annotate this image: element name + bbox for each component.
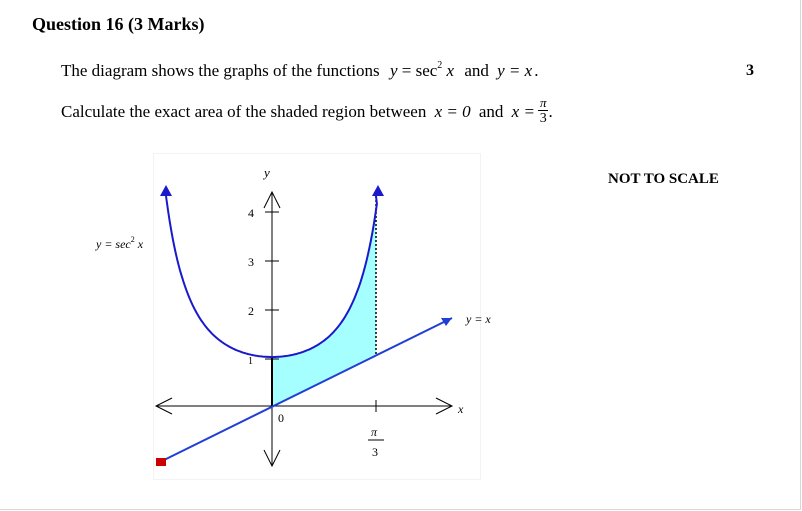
question-line-2: Calculate the exact area of the shaded r… [61,95,553,128]
pi-tick-numerator: π [371,425,378,439]
sec-label-exp: 2 [131,235,135,244]
sec-label-arg: x [135,237,144,251]
line2-conj: and [478,101,504,121]
y-tick-label-3: 3 [248,255,254,269]
question-heading: Question 16 (3 Marks) [32,14,205,34]
marks-value: 3 [746,62,754,79]
eq1-arg: x [442,61,455,80]
cond1: x = 0 [434,101,471,121]
y-tick-label-4: 4 [248,206,254,220]
sec-curve-label: y = sec2 x [95,235,144,251]
origin-label: 0 [278,411,284,425]
line-left-endpoint [156,458,166,466]
line1-conj: and [464,61,489,80]
line2-prefix: Calculate the exact area of the shaded r… [61,101,427,121]
eq1-fn: sec [415,61,438,80]
curve-sec-squared [165,195,378,358]
not-to-scale-note: NOT TO SCALE [608,171,719,187]
x-axis-right-arrow [435,397,454,415]
diagram-frame [153,153,481,480]
sec-label-lhs: y = sec [95,237,131,251]
y-axis-up-arrow [263,190,281,209]
frac-denominator: 3 [539,111,547,126]
line-right-arrowhead [441,318,452,326]
y-axis-down-arrow [263,449,281,468]
curve-right-arrowhead [372,185,384,196]
question-line-1: The diagram shows the graphs of the func… [61,61,538,81]
x-axis [154,397,454,415]
y-axis-label: y [262,165,270,180]
line1-prefix: The diagram shows the graphs of the func… [61,61,380,80]
curve-left-arrowhead [160,185,172,196]
y-tick-label-1: 1 [248,356,253,367]
eq1-rel: = [397,61,416,80]
line1-end: . [534,61,539,80]
x-axis-left-arrow [154,397,173,415]
y-tick-label-2: 2 [248,304,254,318]
eq1-lhs: y [389,61,398,80]
eq1-exp: 2 [437,60,443,71]
line2-end: . [548,101,553,121]
line-label: y = x [465,312,491,326]
line-y-equals-x [159,317,453,463]
pi-tick-denominator: 3 [372,445,378,459]
eq2: y = x [497,61,533,80]
frac-numerator: π [537,95,549,111]
cond2-lhs: x = [511,101,535,121]
shaded-region [272,210,376,406]
x-axis-label: x [457,402,464,416]
y-axis [263,190,281,468]
